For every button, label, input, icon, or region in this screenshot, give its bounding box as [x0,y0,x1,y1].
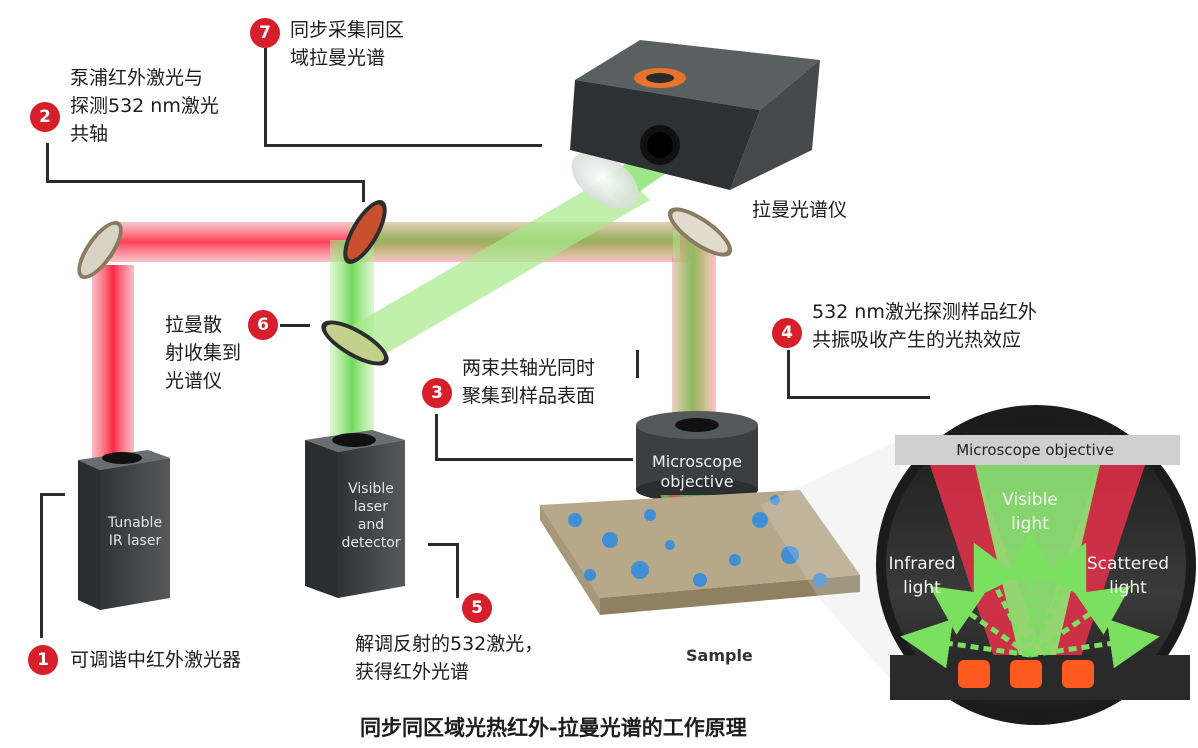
step-label-6: 拉曼散 射收集到 光谱仪 [165,314,242,392]
step-label-1: 可调谐中红外激光器 [70,649,242,671]
visible-laser-box [305,430,405,598]
inset-scattered-label: Scattered light [1086,554,1170,598]
step-badge-6: 6 [248,310,278,340]
leader-4b [787,396,930,399]
sample-label: Sample [686,646,753,665]
mirror-left [77,221,123,279]
inset-title: Microscope objective [956,441,1114,459]
spectrometer-label: 拉曼光谱仪 [752,199,848,221]
leader-2 [46,143,49,180]
step-badge-5: 5 [462,593,492,623]
visible-beam [330,135,711,445]
leader-1b [40,493,65,496]
leader-7 [264,48,267,145]
mirror-right [667,207,733,257]
leader-6 [280,324,310,327]
leader-1 [40,493,43,638]
step-badge-4: 4 [772,318,802,348]
raman-spectrometer [570,40,820,190]
leader-5b [456,543,459,598]
figure-caption: 同步同区域光热红外-拉曼光谱的工作原理 [360,716,747,740]
ir-laser-box [78,450,170,610]
leader-3c [636,350,639,378]
leader-3 [435,414,438,461]
sample-slab [540,490,860,615]
step-badge-1: 1 [28,645,58,675]
dichroic-mirror-2 [343,200,387,264]
visible-laser-label: Visible laser and detector [341,481,401,551]
leader-2b [46,180,364,183]
leader-3b [435,458,633,461]
inset-infrared-label: Infrared light [888,554,956,598]
step-badge-3: 3 [422,378,452,408]
step-badge-7: 7 [250,18,280,48]
inset-visible-label: Visible light [1002,490,1058,534]
lens-7 [571,151,639,209]
leader-5 [428,543,458,546]
leader-2c [362,180,365,202]
step-label-4: 532 nm激光探测样品红外 共振吸收产生的光热效应 [812,301,1037,351]
ir-laser-label: Tunable IR laser [107,515,163,549]
step-label-7: 同步采集同区 域拉曼光谱 [290,19,405,69]
step-label-2: 泵浦红外激光与 探测532 nm激光 共轴 [70,67,219,145]
step-badge-2: 2 [30,102,60,132]
leader-4 [787,350,790,398]
inset-magnified-view [760,405,1196,725]
step-label-3: 两束共轴光同时 聚集到样品表面 [462,357,596,407]
leader-7b [264,144,542,147]
step-label-5: 解调反射的532激光， 获得红外光谱 [355,633,544,683]
dichroic-mirror-6 [321,320,389,366]
objective-label: Microscope objective [652,452,742,491]
